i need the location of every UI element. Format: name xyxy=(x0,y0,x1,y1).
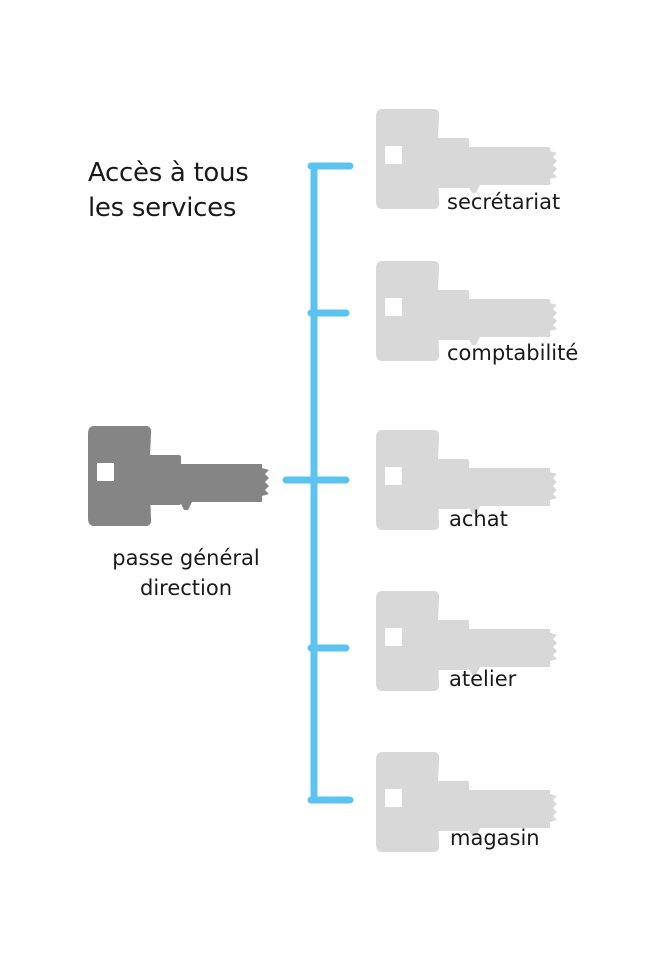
diagram-heading: Accès à tous les services xyxy=(88,156,249,226)
master-key-icon xyxy=(88,426,269,526)
heading-line-2: les services xyxy=(88,193,237,223)
service-key-label-magasin: magasin xyxy=(450,826,540,850)
service-key-label-comptabilite: comptabilité xyxy=(447,341,579,365)
master-key-label-line-1: passe général xyxy=(112,546,260,570)
service-key-label-secretariat: secrétariat xyxy=(447,190,561,214)
service-key-label-achat: achat xyxy=(449,507,508,531)
service-key-label-atelier: atelier xyxy=(449,667,517,691)
connector-lines xyxy=(282,162,354,804)
master-key-label-line-2: direction xyxy=(139,576,233,600)
heading-line-1: Accès à tous xyxy=(88,158,249,188)
master-key-label: passe général direction xyxy=(92,543,280,603)
